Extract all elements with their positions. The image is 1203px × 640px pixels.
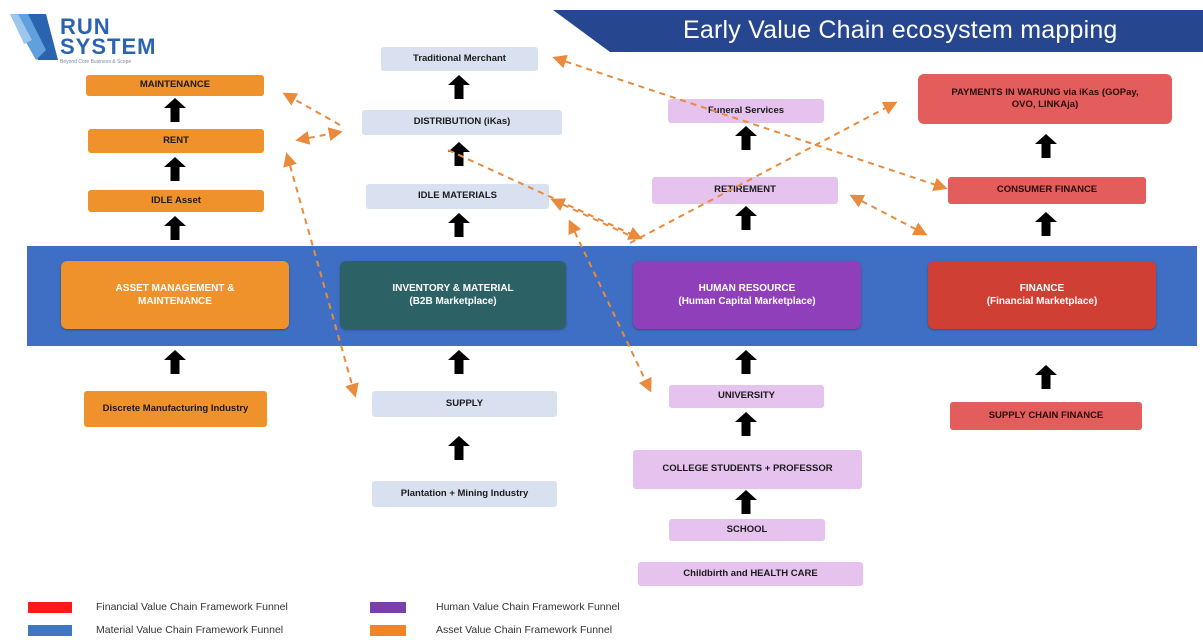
dashed-arrow-distribution-retirement — [447, 149, 643, 240]
dashed-arrow-idle-materials — [550, 198, 636, 239]
legend-label-human: Human Value Chain Framework Funnel — [436, 601, 620, 613]
idle-materials-box: IDLE MATERIALS — [366, 184, 549, 209]
up-arrow-icon — [448, 350, 470, 374]
dashed-arrow-rent-distribution — [295, 127, 343, 145]
distribution-box: DISTRIBUTION (iKas) — [362, 110, 562, 135]
up-arrow-icon — [735, 126, 757, 150]
childbirth-healthcare-box: Childbirth and HEALTH CARE — [638, 562, 863, 586]
logo-text-run: RUN — [60, 14, 111, 39]
legend-swatch-financial — [28, 601, 72, 613]
college-students-box: COLLEGE STUDENTS + PROFESSOR — [633, 450, 862, 489]
human-resource-box: HUMAN RESOURCE (Human Capital Marketplac… — [633, 261, 861, 329]
logo-mark-icon — [10, 14, 58, 60]
up-arrow-icon — [164, 98, 186, 122]
dashed-arrow-rent-supply — [283, 152, 359, 398]
legend-material: Material Value Chain Framework Funnel — [28, 624, 283, 636]
consumer-finance-box: CONSUMER FINANCE — [948, 177, 1146, 204]
dashed-arrow-retirement-payments — [629, 101, 898, 244]
legend-label-financial: Financial Value Chain Framework Funnel — [96, 601, 288, 613]
dashed-arrow-idle-university — [568, 219, 652, 393]
up-arrow-icon — [735, 412, 757, 436]
inventory-material-box: INVENTORY & MATERIAL (B2B Marketplace) — [340, 261, 566, 329]
finance-subtitle: (Financial Marketplace) — [986, 296, 1098, 307]
up-arrow-icon — [164, 216, 186, 240]
logo-text-system: SYSTEM — [60, 34, 157, 59]
up-arrow-icon — [735, 490, 757, 514]
up-arrow-icon — [164, 350, 186, 374]
dashed-arrow-distribution-maintenance — [282, 92, 341, 126]
title-bar-shape — [553, 10, 1203, 52]
legend-label-asset: Asset Value Chain Framework Funnel — [436, 624, 613, 636]
asset-management-title: ASSET MANAGEMENT & — [115, 282, 235, 294]
asset-management-box: ASSET MANAGEMENT & MAINTENANCE — [61, 261, 289, 329]
up-arrow-icon — [735, 350, 757, 374]
up-arrow-icon — [448, 213, 470, 237]
up-arrow-icon — [1035, 365, 1057, 389]
supply-chain-finance-box: SUPPLY CHAIN FINANCE — [950, 402, 1142, 430]
university-box: UNIVERSITY — [669, 385, 824, 408]
inventory-material-title: INVENTORY & MATERIAL — [392, 282, 514, 294]
discrete-manufacturing-box: Discrete Manufacturing Industry — [84, 391, 267, 427]
payments-warung-box: PAYMENTS IN WARUNG via iKas (GOPay, OVO,… — [918, 74, 1172, 124]
legend-asset: Asset Value Chain Framework Funnel — [370, 624, 612, 636]
legend-label-material: Material Value Chain Framework Funnel — [96, 624, 284, 636]
company-logo: RUN SYSTEM Beyond Core Business & Scope — [8, 10, 158, 66]
legend-swatch-human — [370, 601, 406, 613]
up-arrow-icon — [1035, 134, 1057, 158]
logo-tagline: Beyond Core Business & Scope — [60, 59, 132, 65]
up-arrow-icon — [164, 157, 186, 181]
legend-swatch-material — [28, 624, 72, 636]
up-arrow-icon — [735, 206, 757, 230]
up-arrow-icon — [448, 75, 470, 99]
school-box: SCHOOL — [669, 519, 825, 541]
supply-box: SUPPLY — [372, 391, 557, 417]
idle-asset-box: IDLE Asset — [88, 190, 264, 212]
human-resource-title: HUMAN RESOURCE — [698, 282, 796, 294]
legend-human: Human Value Chain Framework Funnel — [370, 601, 620, 613]
legend-financial: Financial Value Chain Framework Funnel — [28, 601, 288, 613]
finance-title: FINANCE — [1019, 282, 1065, 294]
human-resource-subtitle: (Human Capital Marketplace) — [678, 296, 816, 307]
dashed-arrow-retirement-consumer — [849, 194, 928, 236]
legend-swatch-asset — [370, 624, 406, 636]
inventory-material-subtitle: (B2B Marketplace) — [409, 296, 497, 307]
maintenance-box: MAINTENANCE — [86, 75, 264, 96]
finance-box: FINANCE (Financial Marketplace) — [928, 261, 1156, 329]
up-arrow-icon — [1035, 212, 1057, 236]
dashed-arrow-merchant-consumer — [552, 54, 948, 192]
dashed-connectors — [282, 54, 948, 398]
rent-box: RENT — [88, 129, 264, 153]
traditional-merchant-box: Traditional Merchant — [381, 47, 538, 71]
asset-management-subtitle: MAINTENANCE — [138, 296, 212, 307]
page-title: Early Value Chain ecosystem mapping — [683, 16, 1118, 44]
title-bar — [553, 10, 1203, 52]
plantation-mining-box: Plantation + Mining Industry — [372, 481, 557, 507]
up-arrows-group — [164, 75, 1057, 514]
up-arrow-icon — [448, 436, 470, 460]
